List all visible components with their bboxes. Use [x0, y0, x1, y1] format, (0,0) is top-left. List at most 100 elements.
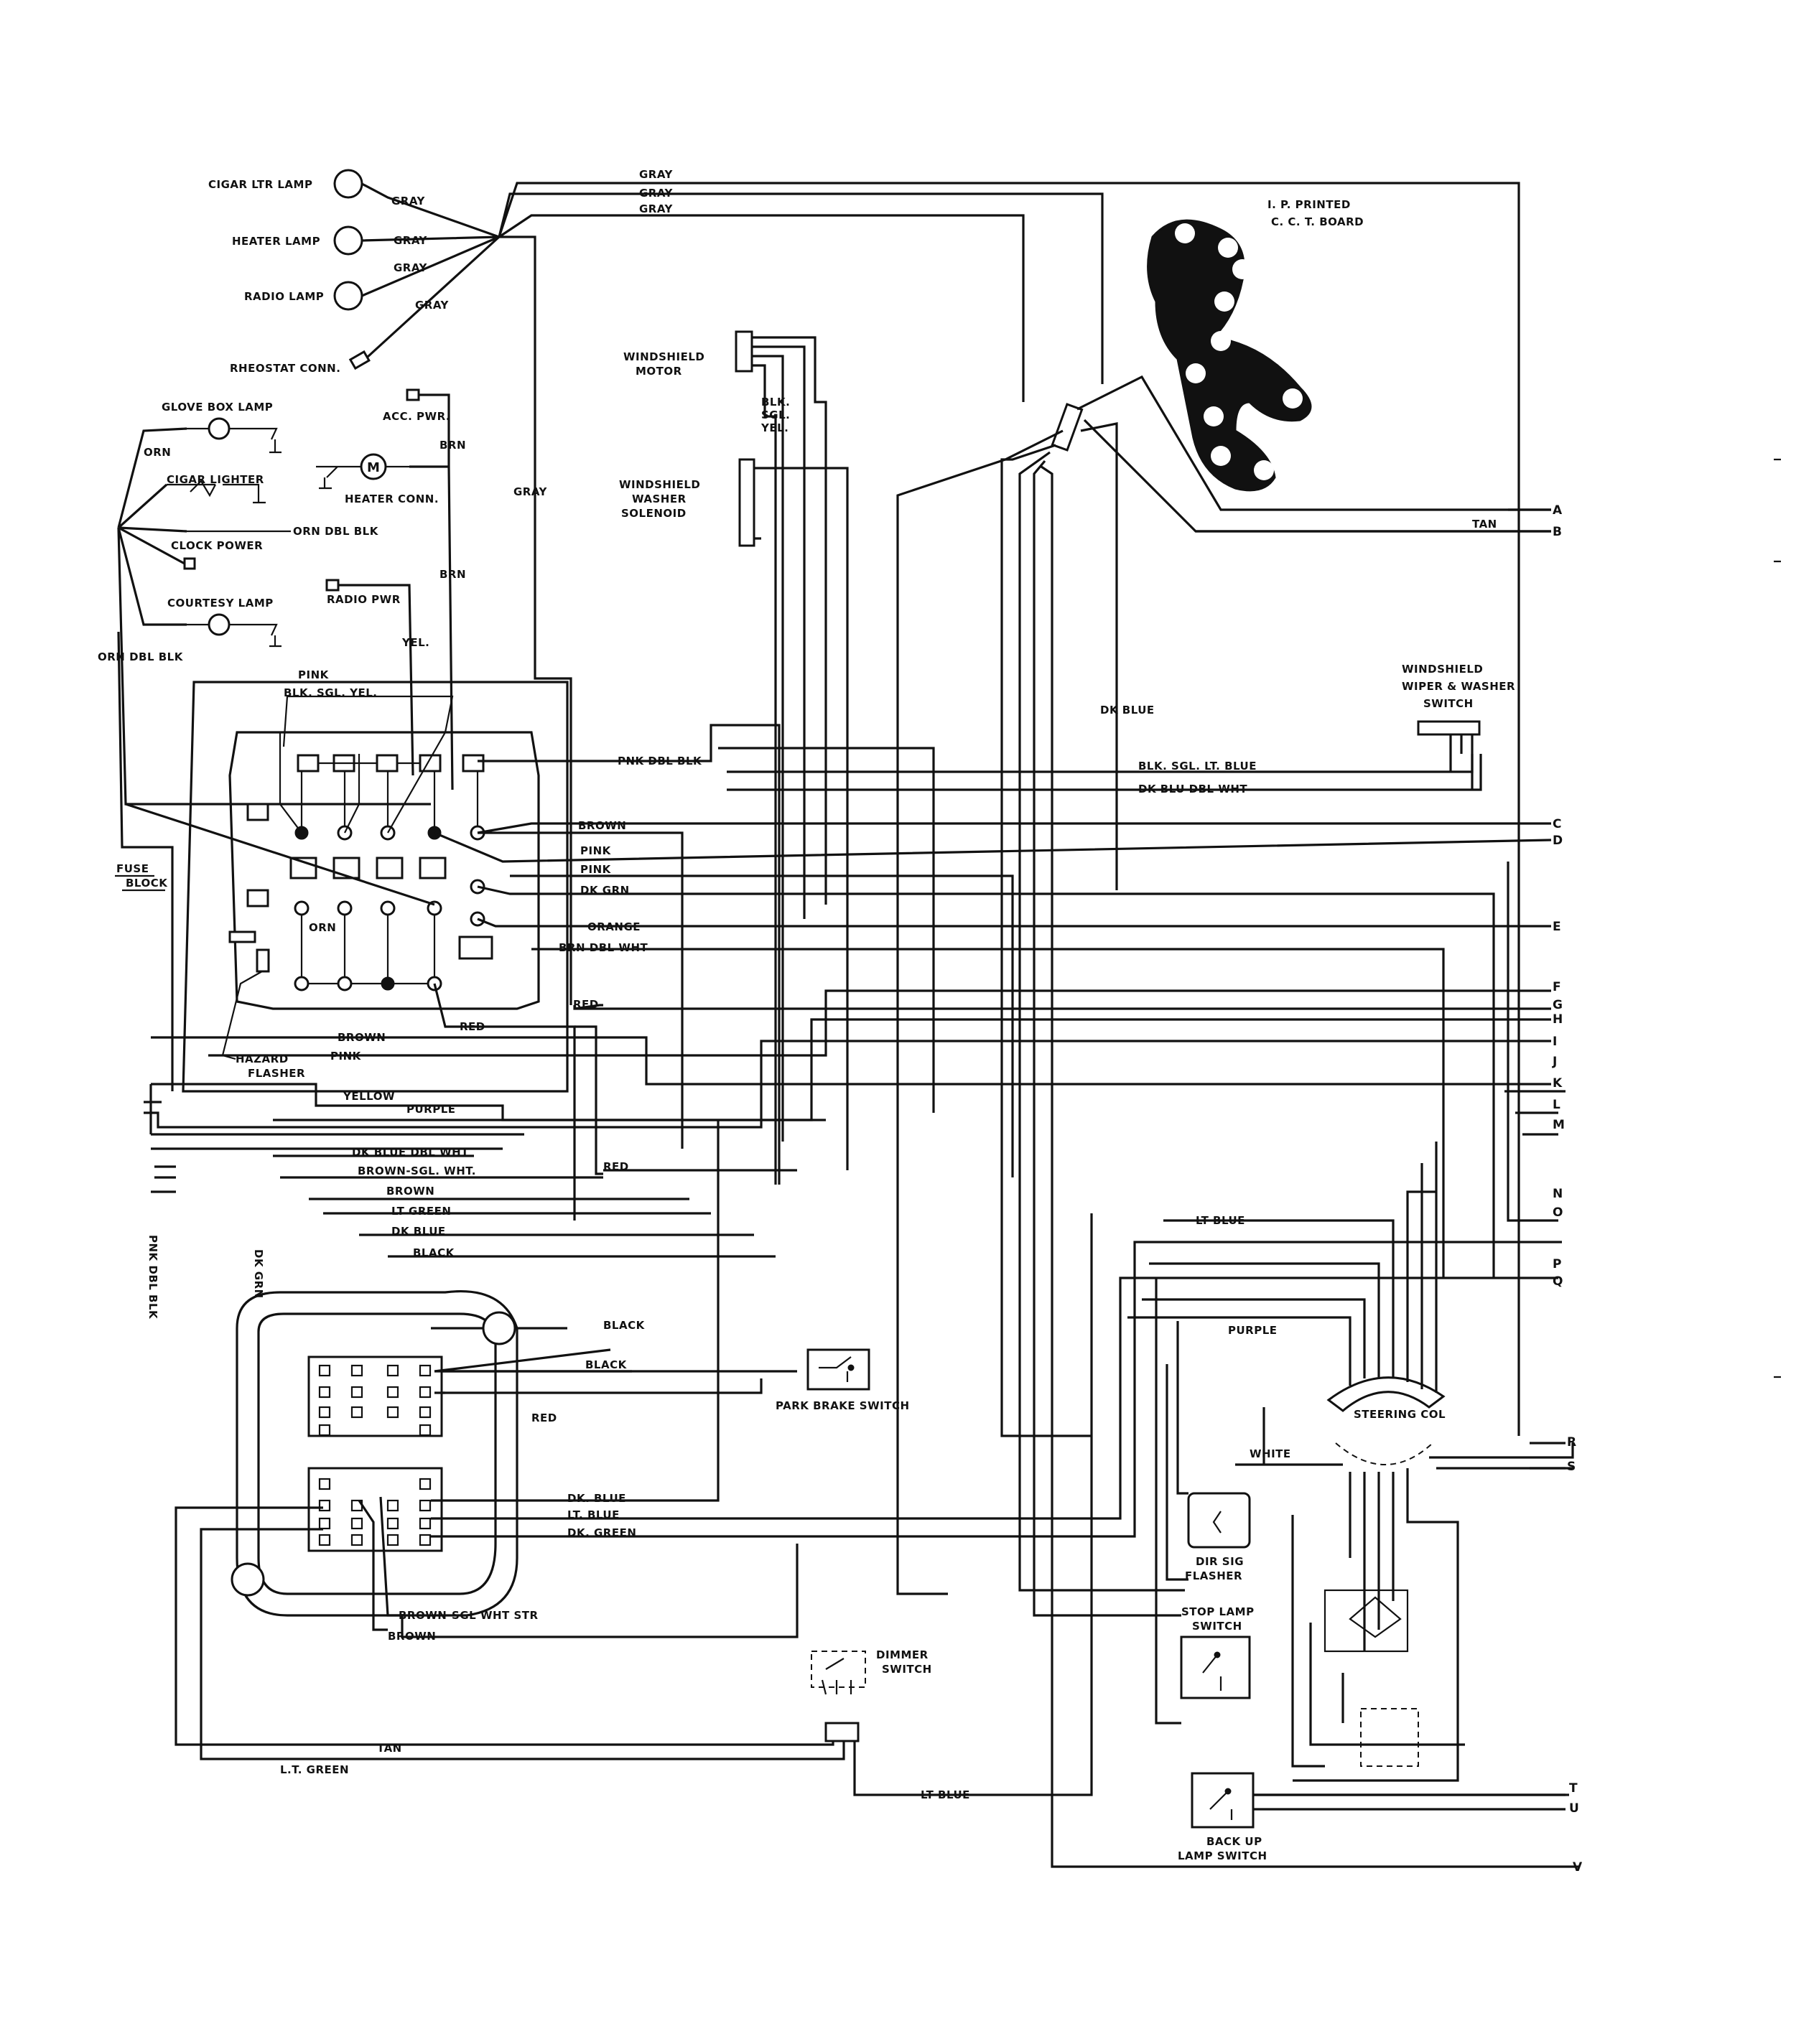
orn-fuse-label: ORN	[309, 921, 336, 934]
terminal-v: V	[1573, 1860, 1583, 1875]
svg-text:BACK UP: BACK UP	[1206, 1835, 1262, 1848]
accessory-group: GLOVE BOX LAMP CIGAR LIGHTER ORN DBL BLK…	[98, 388, 466, 806]
gray-wire-label: GRAY	[639, 168, 674, 181]
brown-wire-label: BROWN	[338, 1031, 386, 1044]
pink-wire-label: PINK	[580, 844, 612, 857]
gray-wire-label: GRAY	[394, 261, 428, 274]
cigar-ltr-lamp-icon	[333, 169, 363, 199]
dir-sig-flasher: DIR SIG FLASHER	[1185, 1492, 1251, 1582]
white-wire-label: WHITE	[1250, 1447, 1291, 1460]
blk-sgl-yel-label: BLK. SGL. YEL.	[284, 686, 378, 699]
svg-text:DIMMER: DIMMER	[876, 1648, 929, 1661]
windshield-washer-solenoid: WINDSHIELD WASHER SOLENOID	[619, 458, 849, 1170]
radio-pwr-connector-icon	[325, 579, 340, 592]
glove-box-lamp-label: GLOVE BOX LAMP	[162, 401, 273, 414]
radio-pwr-label: RADIO PWR	[327, 593, 401, 606]
main-harness: PNK DBL BLK BROWN PINK PINK DK GRN ORANG…	[144, 704, 1552, 1278]
svg-text:SGL.: SGL.	[761, 409, 790, 421]
svg-text:WINDSHIELD: WINDSHIELD	[619, 478, 700, 491]
lt-blue-wire-label: LT BLUE	[921, 1788, 970, 1801]
park-brake-switch: PARK BRAKE SWITCH	[776, 1348, 910, 1412]
svg-text:BLOCK: BLOCK	[126, 877, 168, 890]
terminal-labels: A B C D E F G H I J K L M N O P Q R S T …	[1196, 503, 1583, 1875]
steering-column: STEERING COL PURPLE LT BLUE WHITE	[1127, 1142, 1574, 1782]
terminal-a: A	[1553, 503, 1563, 518]
gray-wire-label: GRAY	[394, 234, 428, 247]
purple-wire-label: PURPLE	[406, 1103, 456, 1116]
dk-blue-label: DK BLUE	[1100, 704, 1155, 717]
brn-dbl-wht-label: BRN DBL WHT	[559, 941, 648, 954]
terminal-r: R	[1567, 1435, 1577, 1450]
svg-text:PARK BRAKE SWITCH: PARK BRAKE SWITCH	[776, 1399, 910, 1412]
windshield-motor-connector	[735, 330, 753, 373]
terminal-j: J	[1552, 1055, 1558, 1069]
terminal-l: L	[1553, 1098, 1560, 1112]
dk-grn-label: DK GRN	[580, 884, 630, 897]
courtesy-lamp-icon	[208, 613, 231, 636]
bulkhead-connector: DK. BLUE LT. BLUE DK. GREEN BROWN-SGL WH…	[231, 1120, 1533, 1643]
svg-text:BLK.: BLK.	[761, 396, 790, 409]
red-wire-label: RED	[531, 1411, 557, 1424]
terminal-p: P	[1553, 1257, 1562, 1271]
terminal-s: S	[1567, 1460, 1576, 1474]
windshield-motor: WINDSHIELD MOTOR BLK. SGL. YEL.	[623, 330, 827, 1185]
dk-green-wire-label: DK. GREEN	[567, 1526, 636, 1539]
yellow-wire-label: YELLOW	[343, 1090, 395, 1103]
terminal-e: E	[1553, 920, 1561, 934]
clock-power-connector-icon	[183, 557, 196, 570]
svg-text:SOLENOID: SOLENOID	[621, 507, 687, 520]
svg-text:FLASHER: FLASHER	[248, 1067, 305, 1080]
svg-text:WINDSHIELD: WINDSHIELD	[1402, 663, 1483, 676]
brown-wire-label: BROWN	[578, 819, 626, 832]
terminal-q: Q	[1553, 1274, 1563, 1289]
heater-lamp-label: HEATER LAMP	[232, 235, 320, 248]
clock-power-label: CLOCK POWER	[171, 539, 263, 552]
svg-text:STOP LAMP: STOP LAMP	[1181, 1605, 1255, 1618]
pink-wire-label: PINK	[580, 863, 612, 876]
black-wire-label: BLACK	[413, 1246, 455, 1259]
lt-green-wire-label: L.T. GREEN	[280, 1763, 349, 1776]
svg-text:YEL.: YEL.	[760, 421, 788, 434]
brown-wire-label: BROWN	[386, 1185, 434, 1198]
radio-lamp-label: RADIO LAMP	[244, 290, 324, 303]
terminal-o: O	[1553, 1205, 1563, 1220]
blk-sgl-lt-blue-label: BLK. SGL. LT. BLUE	[1138, 760, 1257, 773]
orn-wire-label: ORN	[144, 446, 171, 459]
dk-blue-dbl-wht-label: DK BLUE DBL WHT	[352, 1146, 469, 1159]
orn-dbl-blk-label: ORN DBL BLK	[293, 525, 379, 538]
black-wire-label: BLACK	[585, 1358, 628, 1371]
stop-lamp-switch: STOP LAMP SWITCH	[1180, 1605, 1255, 1699]
svg-text:STEERING COL: STEERING COL	[1354, 1408, 1446, 1421]
svg-text:SWITCH: SWITCH	[882, 1663, 932, 1676]
lower-bulkhead-block	[307, 1467, 443, 1552]
svg-text:WIPER & WASHER: WIPER & WASHER	[1402, 680, 1515, 693]
lt-green-label: LT GREEN	[391, 1205, 451, 1218]
svg-text:MOTOR: MOTOR	[636, 365, 682, 378]
cigar-lighter-label: CIGAR LIGHTER	[167, 473, 264, 486]
svg-text:LAMP SWITCH: LAMP SWITCH	[1178, 1849, 1267, 1862]
svg-text:SWITCH: SWITCH	[1192, 1620, 1242, 1633]
orn-dbl-blk-label: ORN DBL BLK	[98, 650, 184, 663]
acc-pwr-label: ACC. PWR.	[383, 410, 450, 423]
pink-wire-label: PINK	[298, 668, 330, 681]
dk-blue-label: DK BLUE	[391, 1225, 446, 1238]
gray-wire-label: GRAY	[639, 187, 674, 200]
wiper-washer-switch: WINDSHIELD WIPER & WASHER SWITCH	[1402, 663, 1515, 790]
glove-box-lamp-icon	[208, 417, 231, 440]
svg-text:SWITCH: SWITCH	[1423, 697, 1474, 710]
brn-wire-label: BRN	[439, 439, 466, 452]
brown-sgl-wht-label: BROWN-SGL. WHT.	[358, 1165, 476, 1177]
tan-wire-label: TAN	[1472, 518, 1497, 531]
terminal-d: D	[1553, 834, 1563, 848]
gray-main-label: GRAY	[513, 485, 548, 498]
terminal-f: F	[1553, 980, 1561, 994]
svg-text:WASHER: WASHER	[632, 493, 687, 505]
dk-grn-vertical-label: DK GRN	[252, 1249, 265, 1299]
lamp-cluster: CIGAR LTR LAMP HEATER LAMP RADIO LAMP RH…	[208, 169, 501, 375]
purple-wire-label: PURPLE	[1228, 1324, 1278, 1337]
back-up-lamp-switch: BACK UP LAMP SWITCH	[1178, 1772, 1267, 1862]
terminal-m: M	[1553, 1118, 1565, 1132]
washer-solenoid-body	[738, 458, 755, 547]
pnk-dbl-blk-vertical-label: PNK DBL BLK	[146, 1235, 159, 1320]
